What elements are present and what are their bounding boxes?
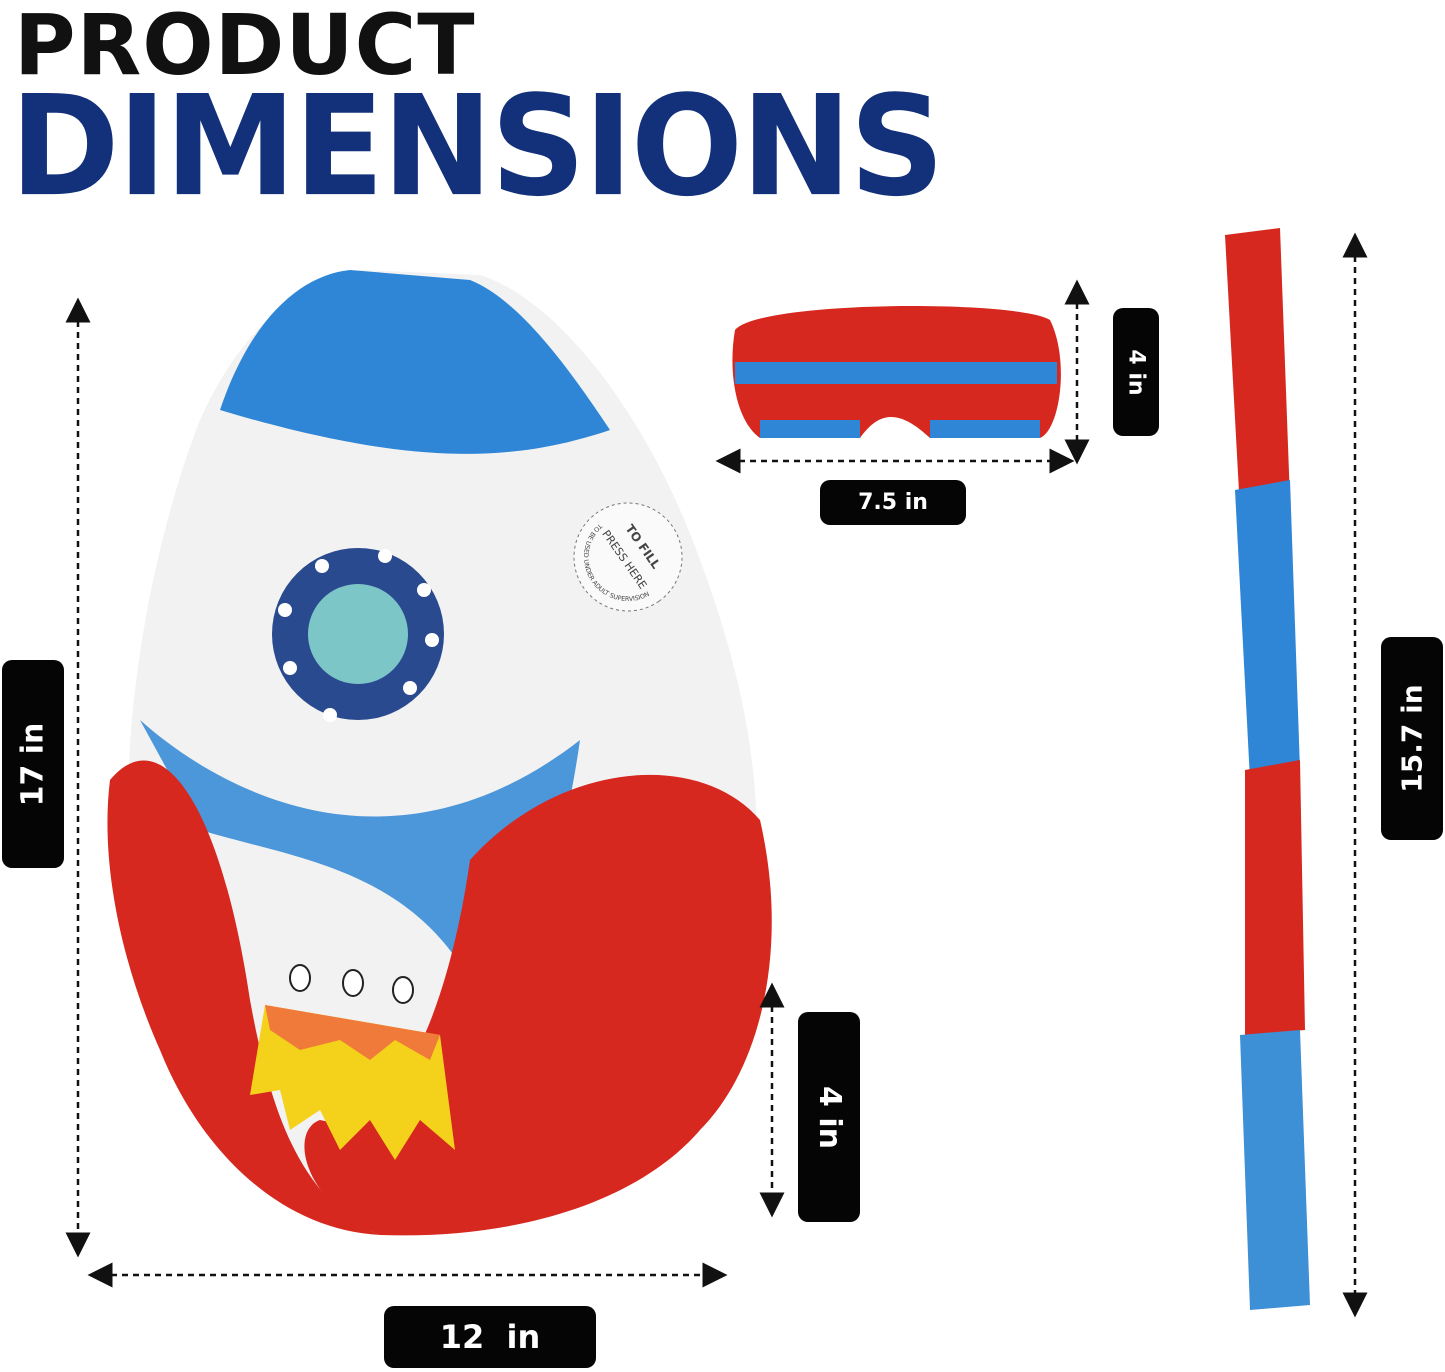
title-product: PRODUCT — [14, 0, 476, 94]
pinata-width-label: 12 in — [384, 1306, 596, 1368]
pinata-depth-text: 4 in — [811, 1085, 847, 1149]
title-dimensions: DIMENSIONS — [10, 66, 945, 228]
blindfold — [732, 306, 1061, 438]
pinata-depth-label: 4 in — [798, 1012, 860, 1222]
pinata-height-label: 17 in — [2, 660, 64, 868]
stick-length-label: 15.7 in — [1381, 637, 1443, 840]
blindfold-height-label: 4 in — [1113, 308, 1159, 436]
blindfold-height-text: 4 in — [1123, 348, 1149, 396]
blindfold-width-text: 7.5 in — [858, 490, 928, 515]
blindfold-width-label: 7.5 in — [820, 480, 966, 525]
pinata-stick — [1225, 228, 1310, 1310]
pinata-width-text: 12 in — [439, 1318, 541, 1356]
pinata-height-text: 17 in — [15, 722, 51, 806]
rocket-pinata — [107, 270, 772, 1236]
stick-length-text: 15.7 in — [1395, 684, 1429, 793]
dimension-arrows — [65, 232, 1368, 1318]
